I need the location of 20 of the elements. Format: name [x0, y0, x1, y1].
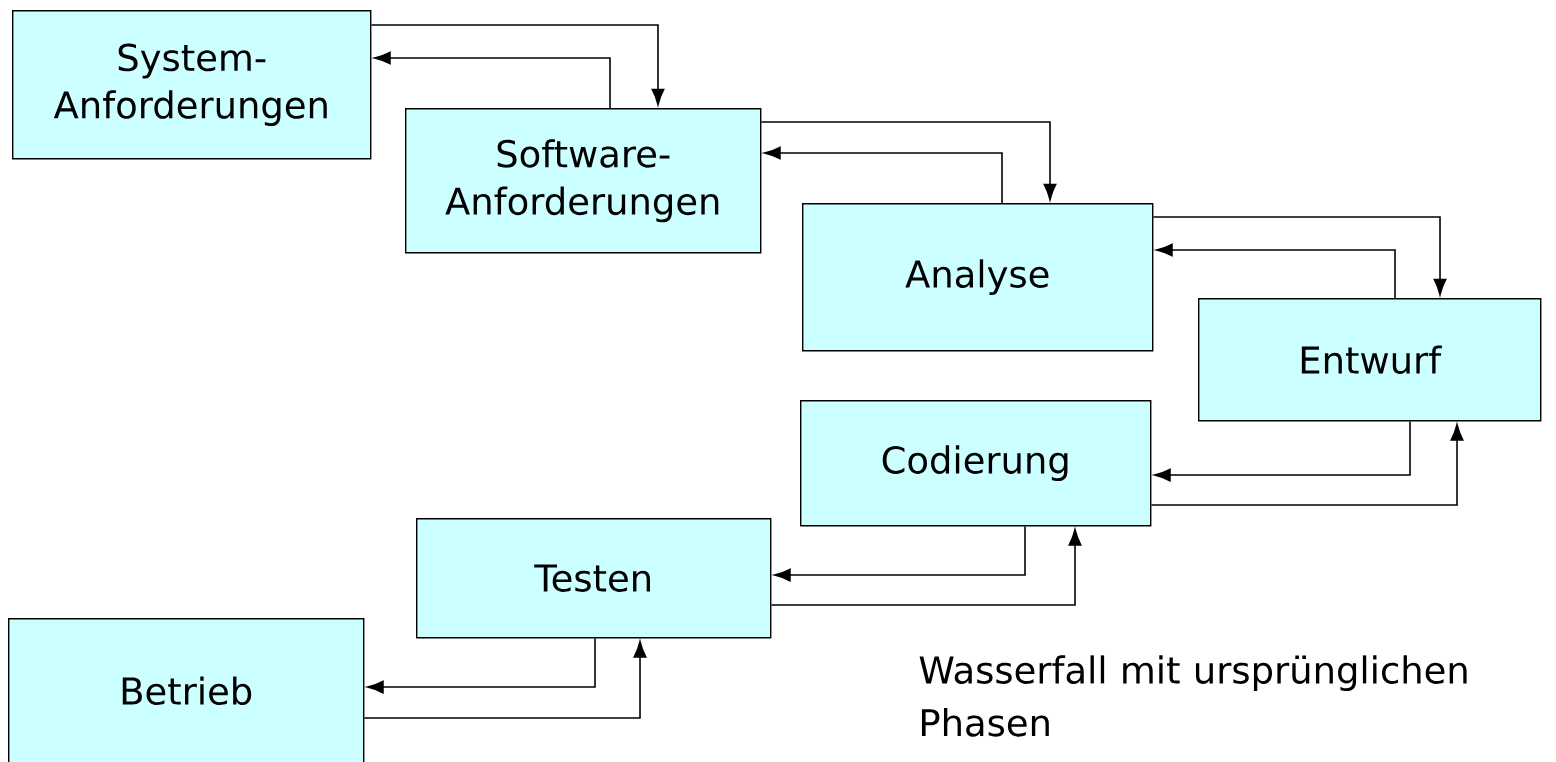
process-box: Betrieb	[8, 618, 365, 762]
process-box: Entwurf	[1198, 298, 1542, 422]
arrow	[760, 121, 1057, 201]
caption: Wasserfall mit ursprünglichen Phasen	[919, 655, 1467, 737]
process-box: Codierung	[800, 400, 1152, 527]
process-box: Software- Anforderungen	[405, 108, 762, 254]
arrow	[1152, 216, 1447, 296]
arrow	[366, 637, 596, 694]
arrow	[770, 529, 1082, 606]
arrow	[370, 24, 665, 106]
process-box: System- Anforderungen	[12, 10, 372, 160]
process-box: Testen	[416, 518, 772, 639]
arrow	[774, 525, 1026, 582]
arrow	[1156, 243, 1396, 299]
arrow	[363, 641, 647, 719]
process-box: Analyse	[802, 203, 1154, 352]
arrow	[764, 146, 1003, 204]
arrow	[1154, 420, 1411, 482]
arrow	[373, 51, 611, 109]
arrow	[1150, 423, 1464, 506]
